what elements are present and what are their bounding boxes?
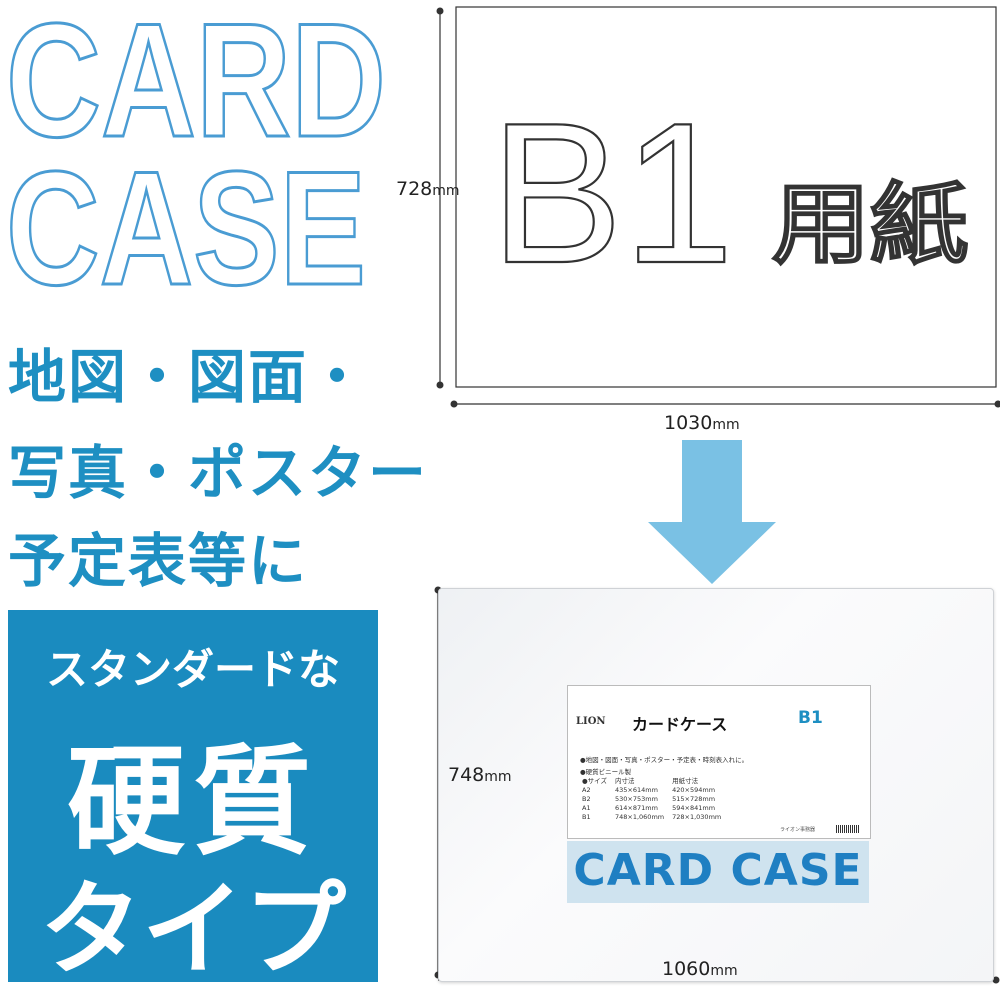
usage-line-2: 写真・ポスター — [8, 426, 428, 510]
feature-standard-text: スタンダードな — [8, 636, 378, 697]
barcode-icon — [836, 825, 860, 833]
down-arrow-icon — [648, 440, 776, 586]
paper-height-label: 728mm — [396, 178, 460, 200]
product-size-badge: B1 — [794, 708, 827, 728]
maker-name: ライオン事務器 — [780, 826, 815, 833]
case-outline-text: CASE — [6, 138, 366, 300]
case-width-label: 1060mm — [662, 958, 738, 980]
card-case-band: CARD CASE — [567, 841, 869, 903]
paper-outline-text: 用紙 — [772, 173, 968, 276]
usage-line-1: 地図・図面・ — [8, 330, 368, 414]
card-case-band-text: CARD CASE — [567, 845, 869, 896]
product-label-card: LION カードケース B1 ●地図・図面・写真・ポスター・予定表・時刻表入れに… — [567, 685, 871, 839]
lion-brand-logo: LION — [576, 716, 606, 727]
card-case-product: LION カードケース B1 ●地図・図面・写真・ポスター・予定表・時刻表入れに… — [438, 588, 994, 982]
feature-block: スタンダードな 硬質 タイプ — [8, 610, 378, 982]
card-case-outline-logo: CARD CASE — [0, 0, 420, 300]
product-description: ●地図・図面・写真・ポスター・予定表・時刻表入れに。 — [580, 754, 748, 764]
feature-type-text: タイプ — [8, 848, 378, 995]
product-title: カードケース — [632, 711, 727, 735]
paper-width-label: 1030mm — [664, 412, 740, 434]
paper-size-diagram: B1 用紙 — [420, 0, 1000, 420]
product-material: ●硬質ビニール製 — [580, 766, 631, 776]
size-table-header: ●サイズ 内寸法 用紙寸法 — [582, 777, 729, 786]
b1-outline-text: B1 — [490, 82, 734, 305]
case-height-label: 748mm — [448, 764, 512, 786]
usage-line-3: 予定表等に — [8, 514, 308, 598]
